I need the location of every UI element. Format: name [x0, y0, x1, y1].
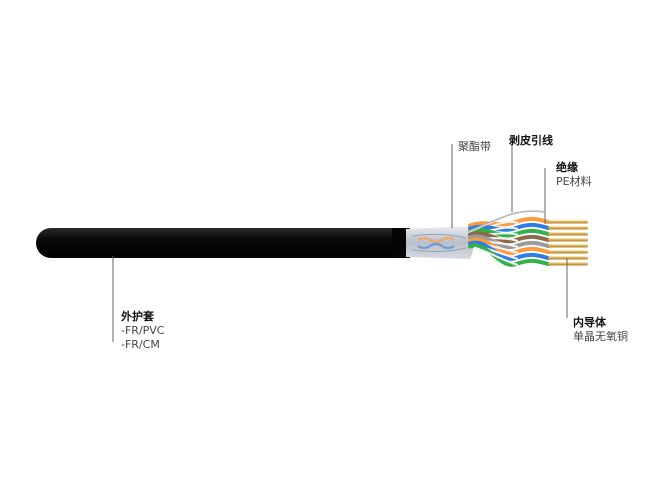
label-insulation-title: 绝缘 [556, 161, 578, 174]
copper-conductor [548, 262, 588, 266]
twisted-pairs [468, 216, 550, 267]
label-tape: 聚酯带 [458, 140, 491, 154]
drain-wire-highlight [467, 212, 545, 234]
label-jacket: 外护套 -FR/PVC -FR/CM [121, 310, 164, 352]
label-jacket-line-1: -FR/PVC [121, 324, 165, 337]
label-tape-title: 聚酯带 [458, 140, 491, 153]
outer-jacket [36, 228, 410, 258]
label-insulation-sub: PE材料 [556, 175, 592, 188]
polyester-tape-shield [406, 226, 474, 259]
label-conductor: 内导体 单晶无氧铜 [573, 316, 628, 344]
inner-conductors [548, 220, 588, 266]
leader-lines [112, 144, 568, 342]
drain-wire [467, 210, 545, 233]
label-jacket-title: 外护套 [121, 310, 154, 323]
copper-conductor [548, 244, 588, 248]
copper-conductor [548, 232, 588, 236]
label-drain: 剥皮引线 [509, 134, 553, 148]
label-conductor-title: 内导体 [573, 316, 606, 329]
label-insulation: 绝缘 PE材料 [556, 161, 592, 189]
label-jacket-line-2: -FR/CM [121, 338, 160, 351]
label-conductor-sub: 单晶无氧铜 [573, 330, 628, 343]
white-stripe-wire [473, 246, 519, 266]
copper-conductor [548, 238, 588, 242]
copper-conductor [548, 220, 588, 224]
copper-conductor [548, 250, 588, 254]
copper-conductor [548, 226, 588, 230]
label-drain-title: 剥皮引线 [509, 134, 553, 147]
copper-conductor [548, 256, 588, 260]
